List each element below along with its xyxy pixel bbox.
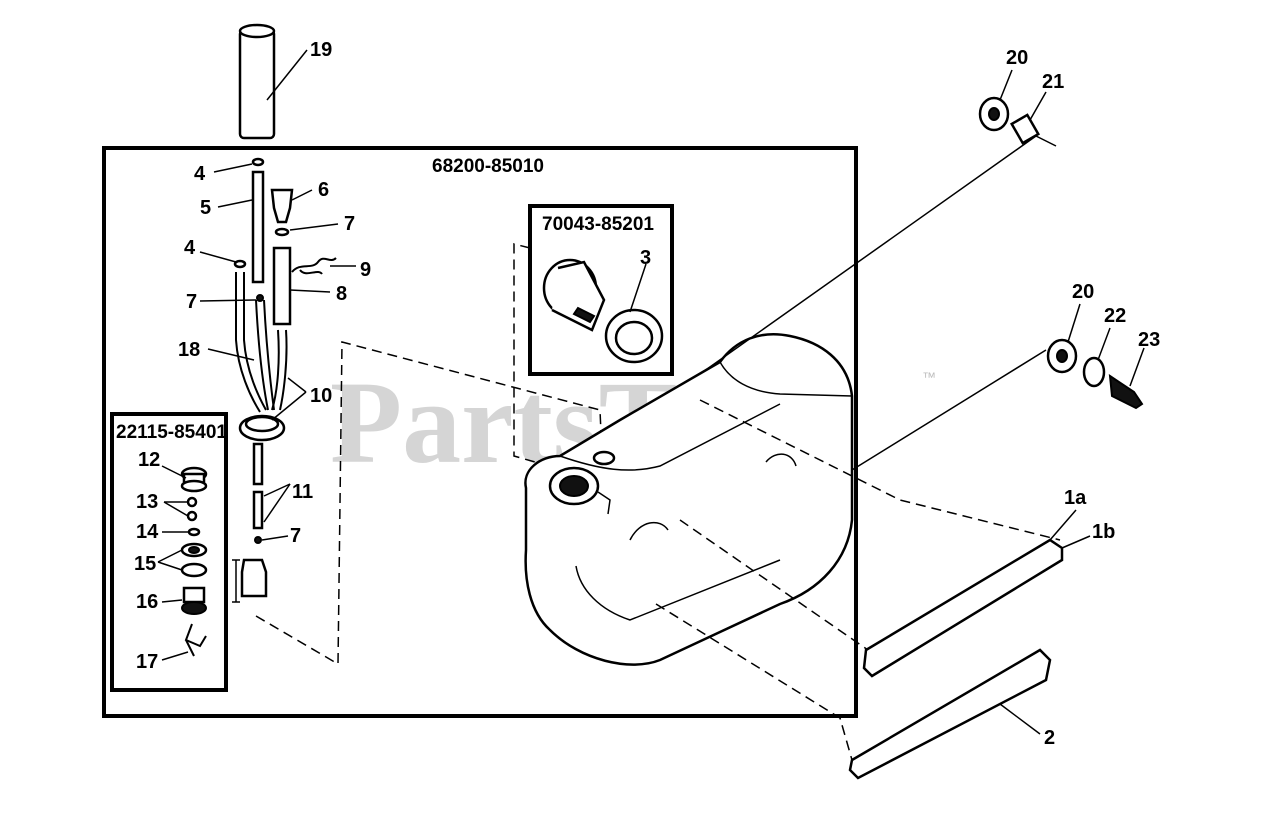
- kit-number-main[interactable]: 68200-85010: [432, 156, 544, 177]
- pump-kit-parts[interactable]: [157, 465, 208, 661]
- callout-7-mid: 7: [186, 291, 197, 313]
- callout-labels: 1a 1b 2 3 4 4 5 6 7 7 7 8 9 10 11 12 13 …: [134, 39, 1160, 749]
- callout-13: 13: [136, 491, 158, 513]
- callout-14: 14: [136, 521, 159, 543]
- callout-11: 11: [292, 481, 313, 503]
- callout-23: 23: [1138, 329, 1160, 351]
- callout-12: 12: [138, 449, 160, 471]
- callout-4-top: 4: [194, 163, 206, 185]
- kit-box-main[interactable]: [102, 146, 858, 718]
- callout-5: 5: [200, 197, 211, 219]
- callout-9: 9: [360, 259, 371, 281]
- fuel-cap-kit[interactable]: [513, 243, 664, 469]
- part-19-grip[interactable]: [238, 23, 308, 140]
- callout-18: 18: [178, 339, 200, 361]
- callout-3: 3: [640, 247, 651, 269]
- callout-10: 10: [310, 385, 332, 407]
- fuel-tank[interactable]: [524, 333, 854, 666]
- kit-number-cap[interactable]: 70043-85201: [542, 214, 654, 235]
- callout-8: 8: [336, 283, 347, 305]
- callout-2: 2: [1044, 727, 1055, 749]
- kit-box-pump[interactable]: [110, 412, 228, 692]
- watermark-trademark: ™: [922, 369, 936, 385]
- callout-15: 15: [134, 553, 156, 575]
- fuel-line-assembly[interactable]: [199, 157, 603, 666]
- callout-7-top: 7: [344, 213, 355, 235]
- callout-22: 22: [1104, 305, 1126, 327]
- callout-20-top: 20: [1006, 47, 1028, 69]
- kit-number-pump[interactable]: 22115-85401: [116, 422, 227, 443]
- callout-7-bottom: 7: [290, 525, 301, 547]
- callout-1a: 1a: [1064, 487, 1087, 509]
- callout-6: 6: [318, 179, 329, 201]
- callout-19: 19: [310, 39, 332, 61]
- callout-17: 17: [136, 651, 158, 673]
- callout-1b: 1b: [1092, 521, 1115, 543]
- callout-4-mid: 4: [184, 237, 196, 259]
- callout-20-mid: 20: [1072, 281, 1094, 303]
- callout-21: 21: [1042, 71, 1064, 93]
- support-rails[interactable]: [655, 399, 1091, 780]
- mounting-hardware[interactable]: [699, 69, 1145, 471]
- kit-box-cap[interactable]: [528, 204, 674, 376]
- callout-16: 16: [136, 591, 158, 613]
